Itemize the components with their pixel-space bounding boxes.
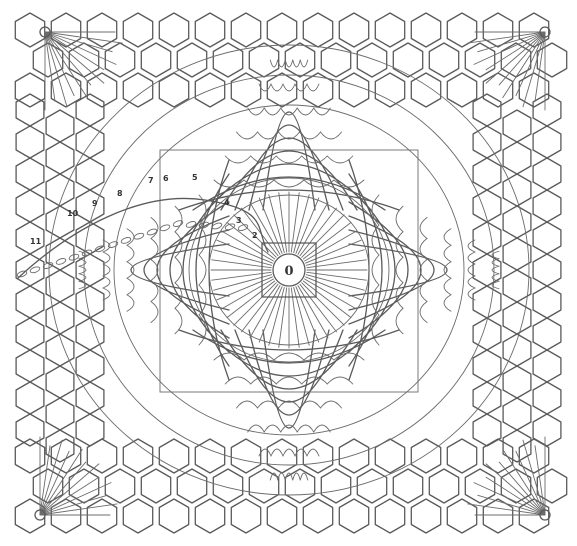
round-label: 5 bbox=[192, 173, 198, 182]
round-label: 3 bbox=[236, 216, 242, 225]
round-label: 10 bbox=[67, 209, 79, 218]
round-label: 2 bbox=[252, 231, 258, 240]
round-label: 8 bbox=[117, 189, 123, 198]
round-label: 11 bbox=[30, 237, 42, 246]
round-label: 6 bbox=[163, 174, 169, 183]
round-label: 7 bbox=[148, 176, 154, 185]
round-label: 9 bbox=[92, 199, 98, 208]
center-ring-label: 0 bbox=[284, 264, 293, 279]
round-label: 4 bbox=[224, 198, 230, 207]
